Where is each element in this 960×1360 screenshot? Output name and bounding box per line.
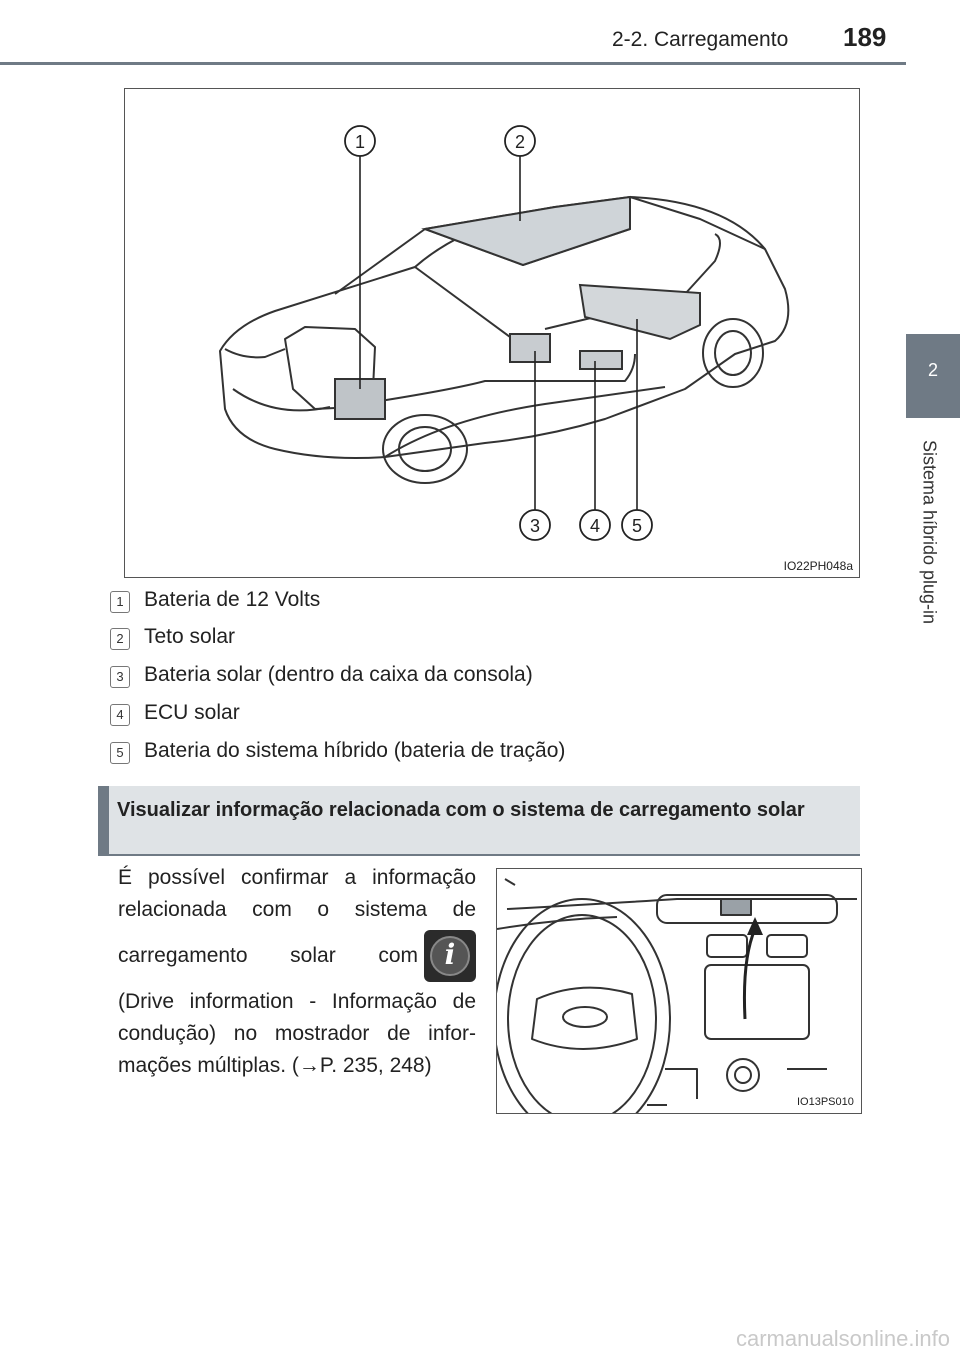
list-item-label: Bateria solar (dentro da caixa da consol… — [144, 663, 533, 687]
paragraph-line: É possível confirmar a informação — [118, 862, 476, 894]
paragraph-line: mações múltiplas. (→P. 235, 248) — [118, 1050, 476, 1082]
body-paragraph: É possível confirmar a informação relaci… — [118, 862, 476, 1082]
section-heading: Visualizar informação relacionada com o … — [117, 794, 857, 826]
number-5-icon: 5 — [110, 742, 130, 764]
info-i-icon: i — [424, 938, 476, 971]
figure-code: IO13PS010 — [797, 1096, 854, 1108]
list-item-label: Bateria de 12 Volts — [144, 588, 320, 612]
chapter-title: Sistema híbrido plug-in — [919, 440, 940, 624]
section-title: 2-2. Carregamento — [612, 28, 788, 52]
info-button-icon: i — [424, 930, 476, 982]
callout-5: 5 — [632, 516, 642, 536]
list-item: 3 Bateria solar (dentro da caixa da cons… — [110, 663, 710, 693]
number-4-icon: 4 — [110, 704, 130, 726]
car-drawing: 1 2 3 4 5 — [125, 89, 859, 577]
callout-2: 2 — [515, 132, 525, 152]
paragraph-line: relacionada com o sistema de — [118, 894, 476, 926]
callout-1: 1 — [355, 132, 365, 152]
section-heading-banner: Visualizar informação relacionada com o … — [98, 786, 860, 856]
list-item-label: ECU solar — [144, 701, 240, 725]
number-1-icon: 1 — [110, 591, 130, 613]
car-cutaway-illustration: 1 2 3 4 5 IO22PH048a — [124, 88, 860, 578]
dashboard-illustration: IO13PS010 — [496, 868, 862, 1114]
watermark: carmanualsonline.info — [736, 1326, 950, 1352]
paragraph-line: carregamento solar com — [118, 940, 418, 972]
chapter-number: 2 — [906, 360, 960, 381]
number-2-icon: 2 — [110, 628, 130, 650]
callout-4: 4 — [590, 516, 600, 536]
list-item: 5 Bateria do sistema híbrido (bateria de… — [110, 739, 710, 769]
dashboard-drawing: IO13PS010 — [497, 869, 861, 1113]
list-item: 2 Teto solar — [110, 625, 710, 655]
list-item: 4 ECU solar — [110, 701, 710, 731]
number-3-icon: 3 — [110, 666, 130, 688]
callout-3: 3 — [530, 516, 540, 536]
figure-code: IO22PH048a — [784, 559, 853, 573]
page-number: 189 — [843, 22, 886, 53]
paragraph-line: condução) no mostrador de infor- — [118, 1018, 476, 1050]
header-divider — [0, 62, 906, 65]
list-item-label: Teto solar — [144, 625, 235, 649]
list-item-label: Bateria do sistema híbrido (bateria de t… — [144, 739, 565, 763]
list-item: 1 Bateria de 12 Volts — [110, 588, 710, 618]
paragraph-line: (Drive information - Informação de — [118, 986, 476, 1018]
chapter-tab: 2 — [906, 334, 960, 418]
